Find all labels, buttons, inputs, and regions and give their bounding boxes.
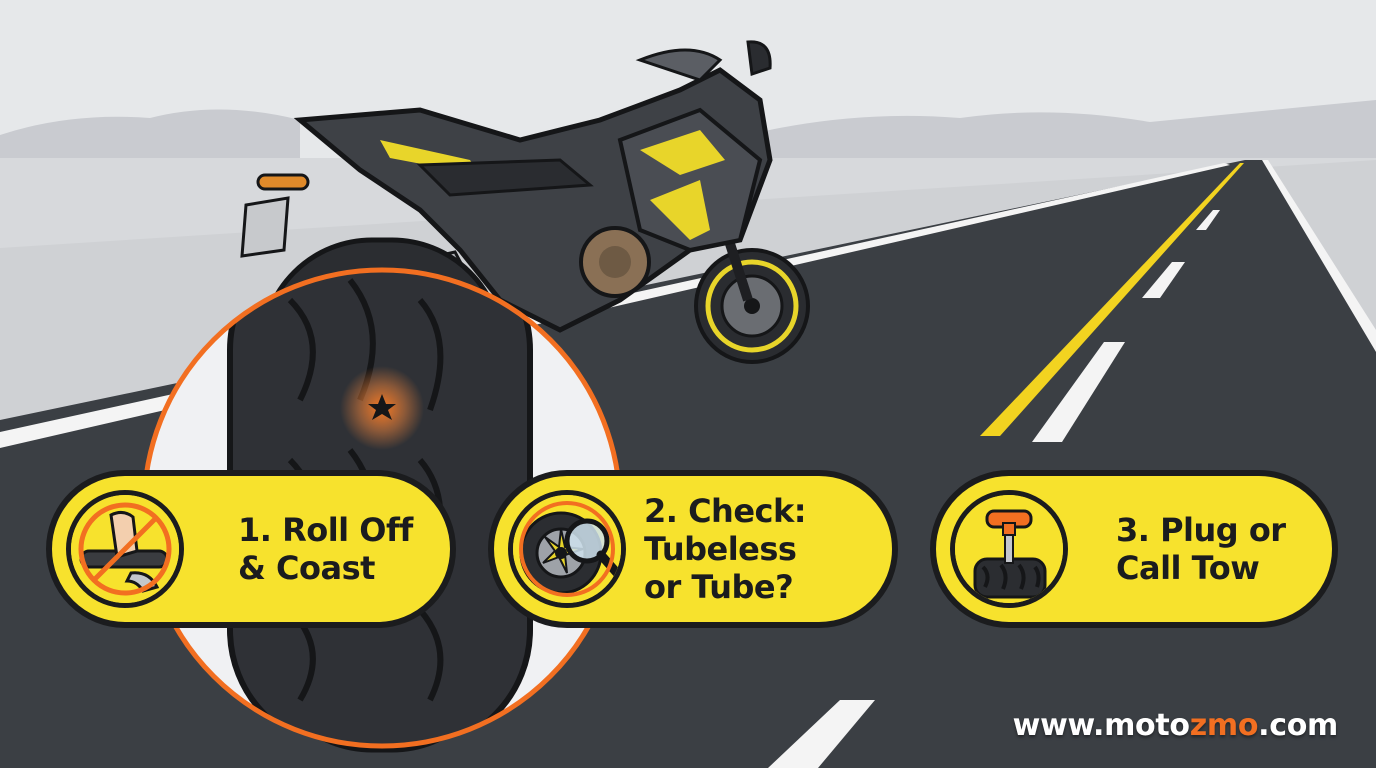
step-1-line-2: & Coast xyxy=(238,549,375,587)
mountains-right xyxy=(760,100,1376,160)
mountains-left xyxy=(0,109,300,160)
step-1-card: 1. Roll Off & Coast xyxy=(46,470,456,628)
step-3-card: 3. Plug or Call Tow xyxy=(930,470,1338,628)
wheel-magnifier-icon-graphic xyxy=(513,495,621,603)
lane-dash xyxy=(1032,342,1125,442)
wheel-magnifier-icon xyxy=(508,490,626,608)
no-throttle-hand-icon-graphic xyxy=(71,495,179,603)
tire-plug-tool-icon-graphic xyxy=(955,495,1063,603)
road-edge-line-right xyxy=(1262,160,1376,352)
tire-plug-tool-icon xyxy=(950,490,1068,608)
step-3-text: 3. Plug or Call Tow xyxy=(1116,476,1314,622)
lane-dash xyxy=(1196,210,1220,230)
step-1-line-1: 1. Roll Off xyxy=(238,511,413,549)
website-highlight: zmo xyxy=(1189,708,1259,743)
no-throttle-hand-icon xyxy=(66,490,184,608)
step-2-line-3: or Tube? xyxy=(644,568,794,606)
step-2-text: 2. Check: Tubeless or Tube? xyxy=(644,476,874,622)
website-suffix: .com xyxy=(1258,708,1338,743)
center-line xyxy=(980,163,1244,436)
step-2-card: 2. Check: Tubeless or Tube? xyxy=(488,470,898,628)
step-2-line-2: Tubeless xyxy=(644,530,797,568)
lane-dash xyxy=(1142,262,1185,298)
step-3-line-1: 3. Plug or xyxy=(1116,511,1286,549)
website-prefix: www.moto xyxy=(1012,708,1190,743)
website-url[interactable]: www.motozmo.com xyxy=(1012,708,1339,743)
step-2-line-1: 2. Check: xyxy=(644,492,807,530)
step-1-text: 1. Roll Off & Coast xyxy=(238,476,432,622)
lane-dash xyxy=(768,700,875,768)
step-3-line-2: Call Tow xyxy=(1116,549,1260,587)
